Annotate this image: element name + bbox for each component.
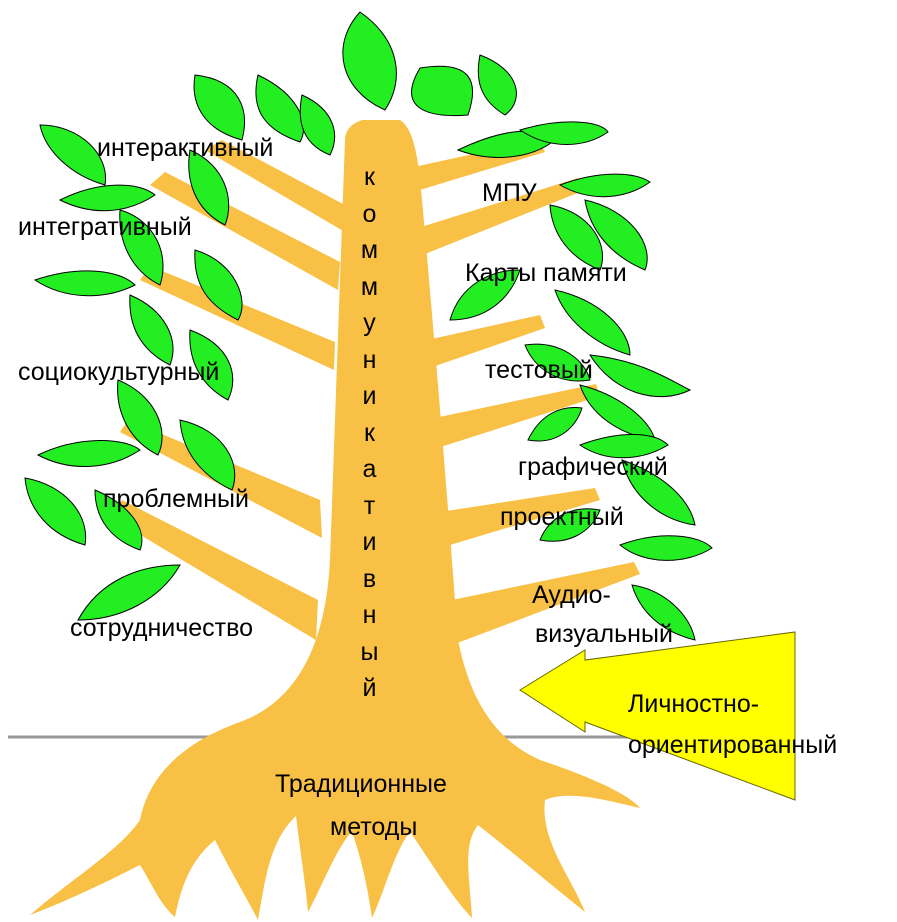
label-interactive: интерактивный — [97, 136, 273, 161]
leaf — [40, 125, 106, 185]
label-audio-line2: визуальный — [535, 622, 673, 647]
label-roots-line2: методы — [330, 815, 417, 840]
trunk-letter: и — [369, 530, 370, 555]
trunk-letter: и — [369, 384, 370, 409]
label-audio-line1: Аудио- — [532, 583, 611, 608]
leaf — [590, 355, 690, 397]
trunk-letter: к — [369, 421, 370, 446]
label-roots-line1: Традиционные — [275, 772, 447, 797]
label-integrative: интегративный — [18, 215, 192, 240]
leaf — [38, 440, 140, 466]
trunk-letter: у — [369, 311, 370, 336]
label-mind-maps: Карты памяти — [465, 261, 627, 286]
trunk-letter: м — [369, 238, 370, 263]
trunk-letter: ы — [369, 640, 370, 665]
leaf — [478, 55, 516, 115]
label-arrow-line2: ориентированный — [628, 733, 837, 758]
label-arrow-line1: Личностно- — [628, 692, 759, 717]
label-project: проектный — [500, 505, 624, 530]
label-sociocultural: социокультурный — [18, 360, 219, 385]
leaf — [60, 185, 155, 211]
leaf — [130, 295, 173, 365]
leaf — [78, 565, 180, 620]
leaf — [256, 75, 304, 142]
trunk-letter: т — [369, 494, 370, 519]
leaf — [35, 271, 135, 296]
trunk-letter: а — [369, 457, 370, 482]
trunk-letter: в — [369, 567, 370, 592]
leaf — [555, 290, 630, 355]
label-graphic: графический — [518, 455, 668, 480]
trunk-letter: н — [369, 603, 370, 628]
label-test: тестовый — [485, 358, 593, 383]
leaf — [412, 66, 473, 115]
trunk-letter: м — [369, 275, 370, 300]
label-problem: проблемный — [103, 487, 249, 512]
leaf — [300, 95, 334, 155]
leaf — [194, 75, 244, 140]
trunk-letter: н — [369, 348, 370, 373]
leaf — [343, 12, 397, 110]
trunk-letter: к — [369, 165, 370, 190]
leaf — [25, 478, 86, 545]
trunk-letter: й — [369, 676, 370, 701]
trunk-letter: о — [369, 202, 370, 227]
label-cooperation: сотрудничество — [70, 616, 253, 641]
leaf — [620, 536, 712, 561]
label-mpu: МПУ — [482, 181, 537, 206]
